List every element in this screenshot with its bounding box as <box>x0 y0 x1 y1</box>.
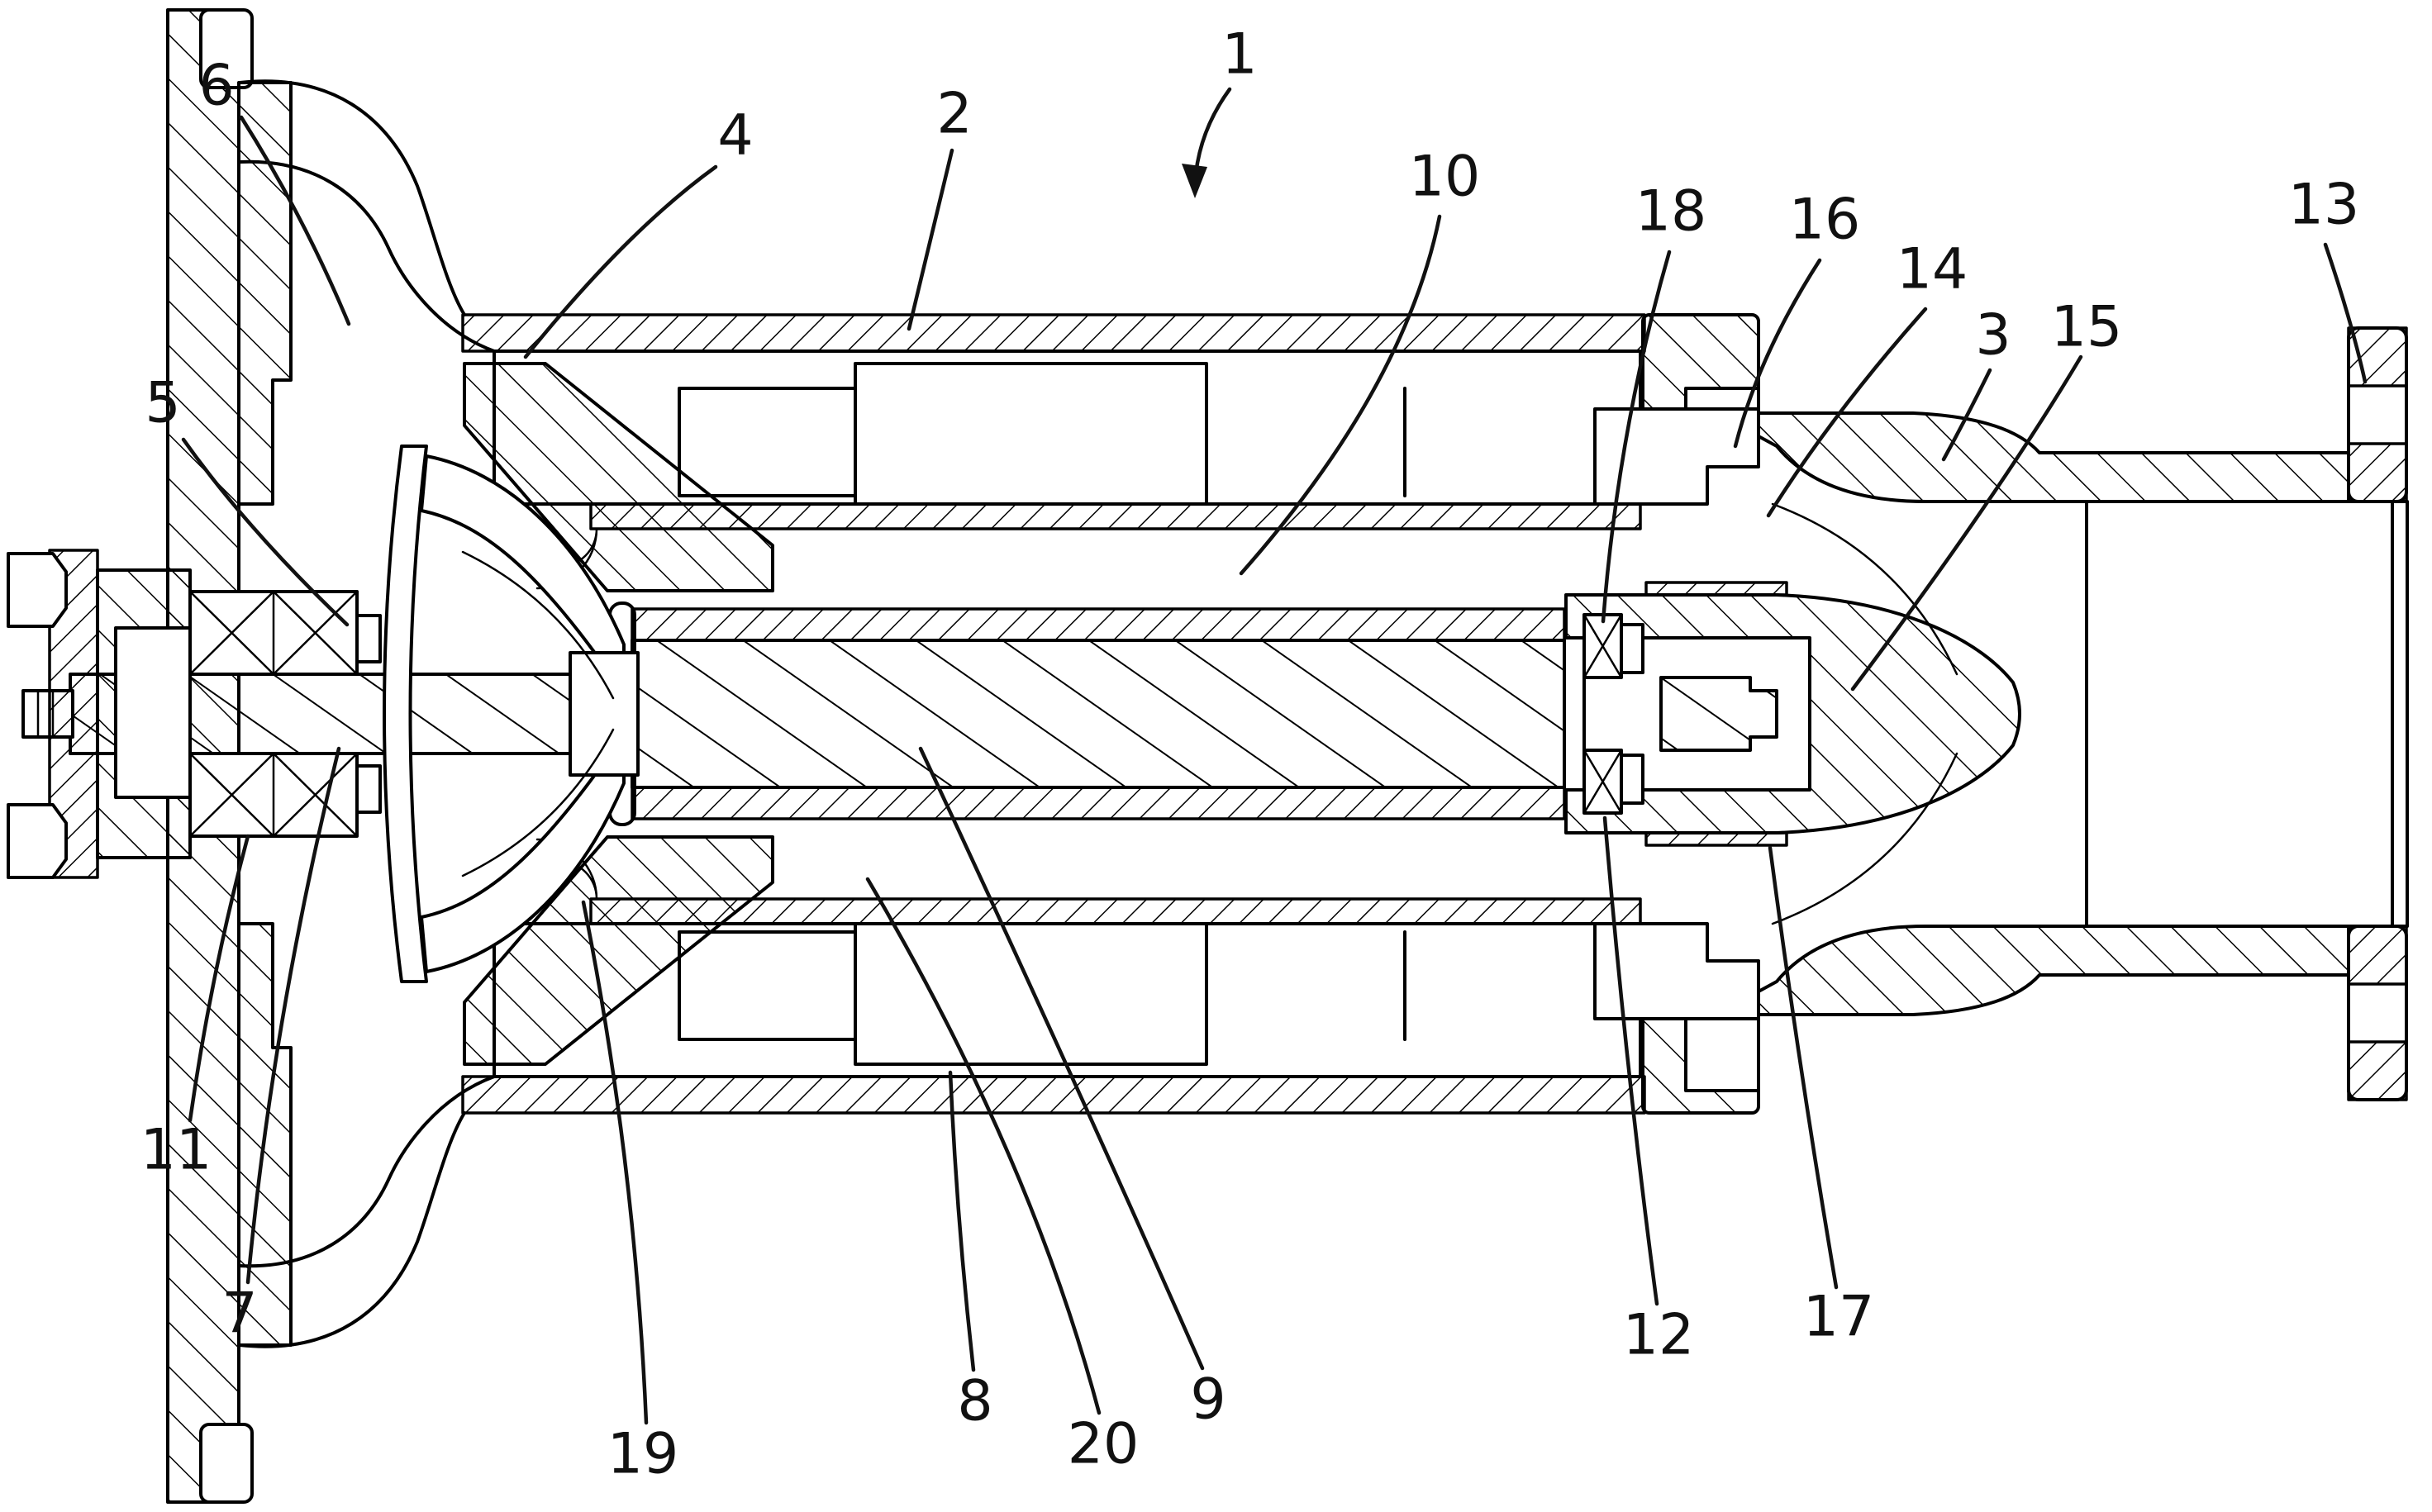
reference-number-11: 11 <box>140 1118 212 1183</box>
housing-tube-upper <box>461 313 1646 353</box>
rotor-sleeve-upper <box>631 607 1566 642</box>
reference-number-15: 15 <box>2051 295 2123 360</box>
front-bearing-spacer-upper <box>355 614 382 663</box>
reference-number-5: 5 <box>145 371 180 436</box>
rotor-core <box>631 639 1566 789</box>
impeller-vane-line-upper <box>461 550 615 700</box>
volute-outer-curve-lower <box>238 1111 466 1348</box>
reference-number-13: 13 <box>2288 173 2360 238</box>
bearing-bracket-upper <box>1593 407 1760 506</box>
shaft-seal-assembly <box>7 549 192 879</box>
seal-bolt-upper <box>7 552 68 628</box>
rear-bearing-assembly <box>1582 407 1760 1020</box>
leader-line-3 <box>1941 368 1992 462</box>
leader-line-2 <box>907 148 954 331</box>
reference-number-1: 1 <box>1221 22 1257 88</box>
rear-shell-lower <box>1757 925 2350 1016</box>
can-upper <box>589 502 1642 530</box>
rear-bearing-lower-cross <box>1582 749 1623 815</box>
rear-bearing-retainer-lower <box>1620 754 1644 805</box>
reference-number-10: 10 <box>1409 145 1481 210</box>
rear-flange-tab-upper-hatch1 <box>2347 326 2408 388</box>
seal-bolt-lower <box>7 803 68 879</box>
flange-bottom-boss <box>199 1423 254 1504</box>
seal-chamber <box>114 626 192 799</box>
reference-number-20: 20 <box>1068 1412 1140 1477</box>
flange-top-boss <box>199 8 254 89</box>
reference-number-6: 6 <box>198 54 234 119</box>
shaft-rear-stub <box>1659 676 1778 752</box>
can-end-strip-upper <box>1644 581 1788 597</box>
reference-number-19: 19 <box>607 1422 679 1487</box>
leader-line-15 <box>1850 354 2083 692</box>
impeller-front-shroud <box>383 445 428 983</box>
reference-number-17: 17 <box>1803 1285 1875 1350</box>
front-end-shield <box>463 362 774 1066</box>
leader-line-20 <box>865 877 1102 1415</box>
can-lower <box>589 897 1642 925</box>
housing-tube-lower <box>461 1075 1646 1115</box>
leader-line-16 <box>1733 258 1822 449</box>
leader-line-6 <box>239 115 351 326</box>
leader-line-11 <box>188 834 250 1123</box>
rear-bearing-upper-cross <box>1582 613 1623 679</box>
volute-outer-curve-upper <box>238 79 466 316</box>
reference-number-14: 14 <box>1897 237 1968 302</box>
connector-cavity <box>2085 500 2394 928</box>
bearing-carrier-bullet <box>1564 581 2021 847</box>
front-bearing-assembly <box>188 590 382 838</box>
impeller-vane-line-lower <box>461 728 615 877</box>
rear-flange-tab-lower-hatch2 <box>2347 1040 2408 1101</box>
reference-number-12: 12 <box>1623 1303 1695 1368</box>
leader-line-10 <box>1239 214 1442 576</box>
leader-line-7 <box>245 746 341 1285</box>
rear-flange-tab-lower-hatch1 <box>2347 925 2408 986</box>
end-shield-upper <box>463 362 774 592</box>
winding-end-upper <box>678 387 857 497</box>
front-bearing-spacer-lower <box>355 764 382 814</box>
leader-line-14 <box>1766 307 1928 518</box>
leader-line-13 <box>2323 242 2368 384</box>
rotor-sleeve-lower <box>631 786 1566 820</box>
connector-right-wall <box>2391 500 2409 928</box>
rear-flange-tab-upper-hatch2 <box>2347 442 2408 503</box>
reference-number-7: 7 <box>221 1281 257 1347</box>
impeller-hub <box>569 651 640 777</box>
reference-number-3: 3 <box>1975 303 2011 368</box>
winding-end-lower <box>678 930 857 1041</box>
leader-line-19 <box>581 900 649 1425</box>
containment-can <box>535 502 1642 925</box>
leader-line-12 <box>1602 815 1659 1306</box>
leader-line-9 <box>918 746 1205 1371</box>
motor-housing-tube <box>461 313 1646 1115</box>
end-shield-lower <box>463 835 774 1066</box>
rotor <box>608 601 1566 826</box>
reference-number-18: 18 <box>1635 179 1707 245</box>
volute-inner-curve-lower <box>238 1075 496 1268</box>
volute-wall-upper <box>237 81 293 506</box>
reference-number-4: 4 <box>717 103 753 169</box>
reference-number-8: 8 <box>957 1369 992 1434</box>
front-bearing-lower-cross <box>188 752 359 838</box>
reference-number-16: 16 <box>1789 188 1861 253</box>
impeller <box>383 445 640 983</box>
volute-inner-curve-upper <box>238 159 496 353</box>
rear-block-notch-lower <box>1684 1014 1760 1092</box>
front-bearing-upper-cross <box>188 590 359 676</box>
leader-line-18 <box>1601 250 1672 624</box>
can-end-strip-lower <box>1644 831 1788 847</box>
leader-arrowhead-1 <box>1182 164 1207 198</box>
leader-line-5 <box>181 437 350 627</box>
bearing-bracket-lower <box>1593 922 1760 1020</box>
reference-number-2: 2 <box>936 82 972 147</box>
rear-shell-upper <box>1757 411 2350 503</box>
rear-bearing-retainer-upper <box>1620 623 1644 674</box>
reference-number-9: 9 <box>1190 1367 1226 1433</box>
leader-line-17 <box>1768 845 1839 1290</box>
leader-line-8 <box>948 1070 976 1372</box>
leader-line-4 <box>523 164 718 359</box>
